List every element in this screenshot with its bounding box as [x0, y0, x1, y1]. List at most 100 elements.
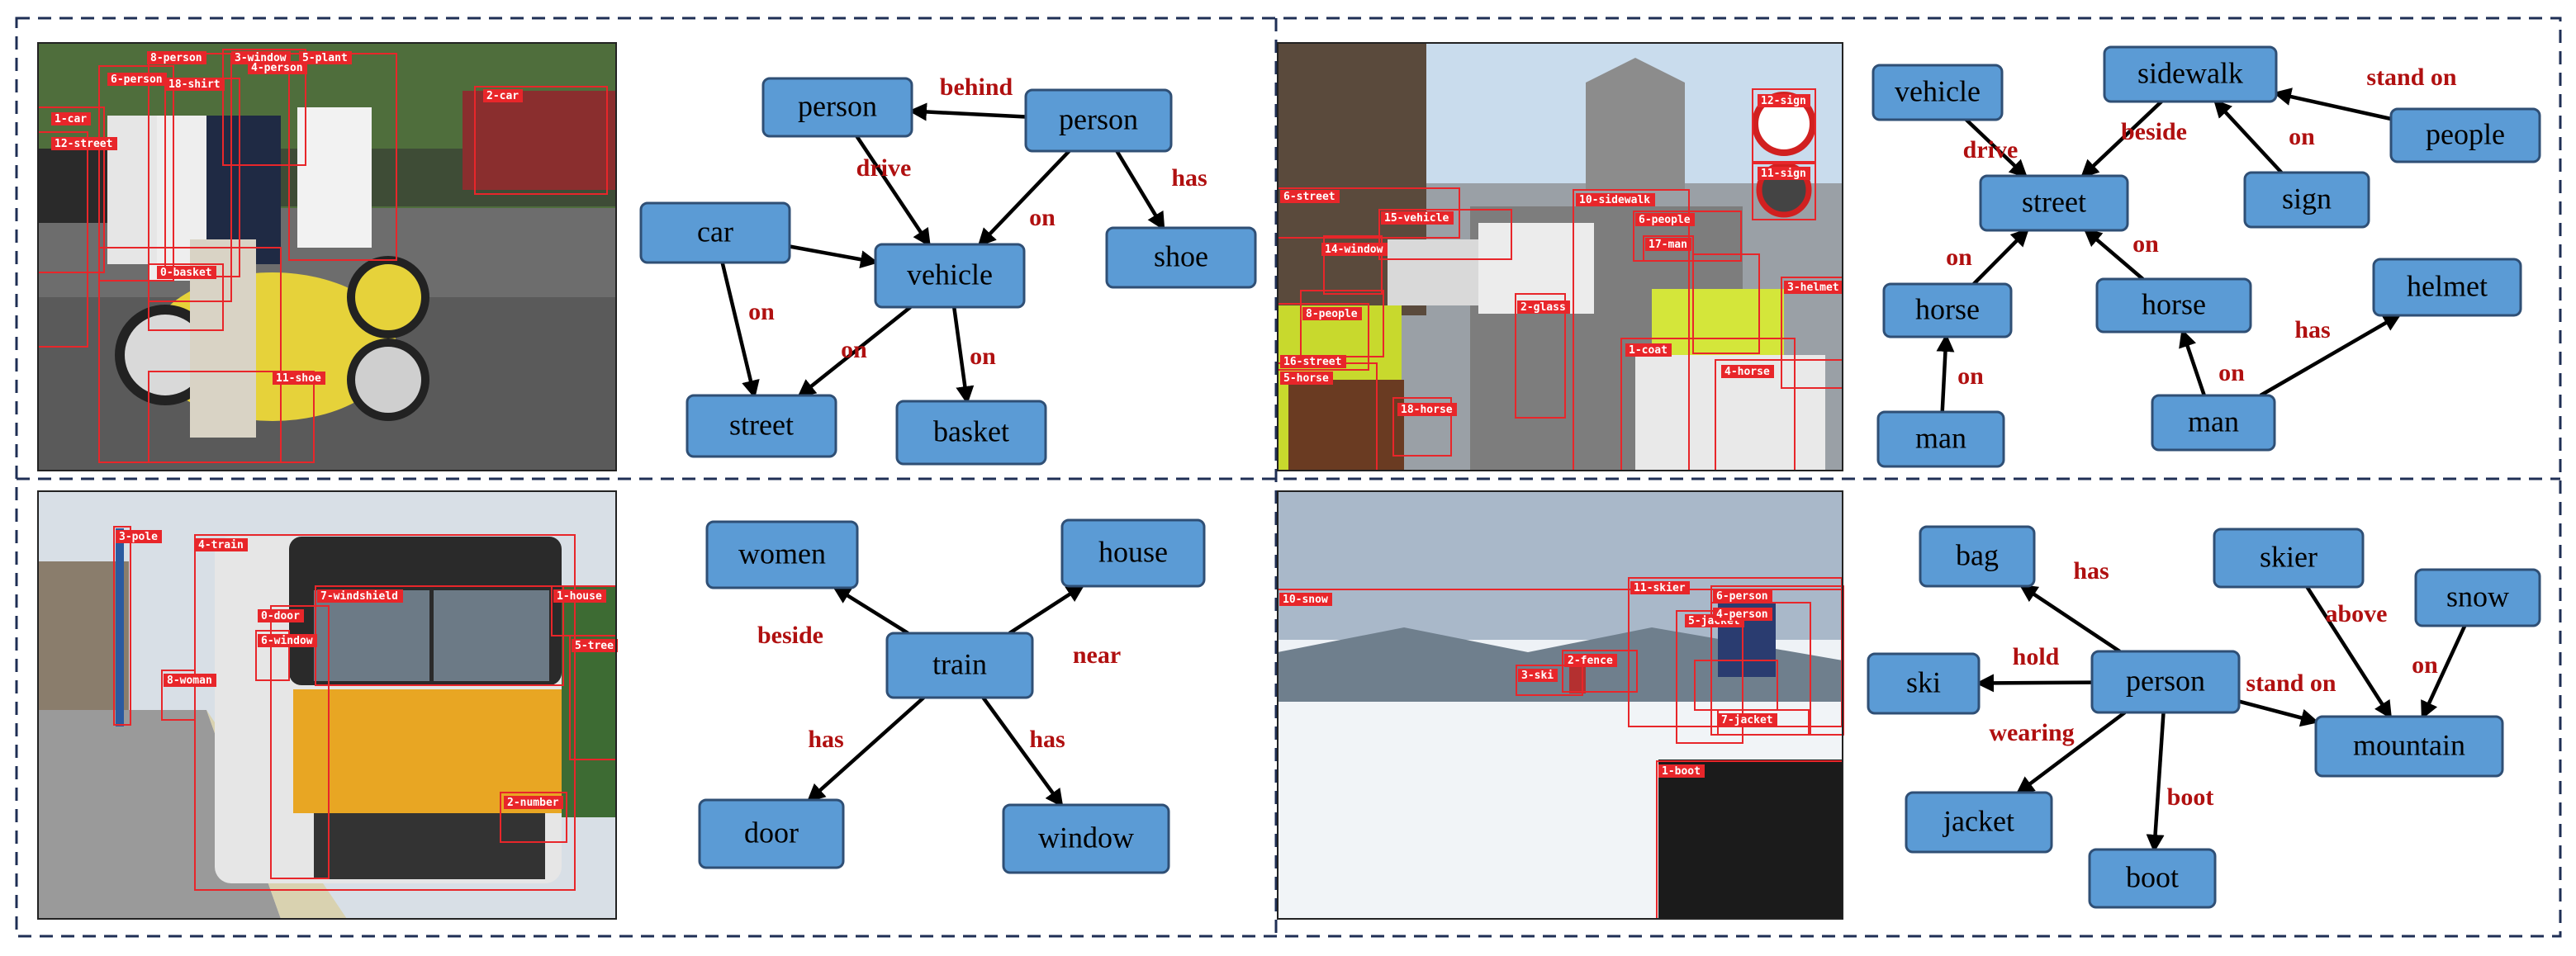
- detection-tag-text: 1-coat: [1629, 344, 1668, 357]
- edge-vehicle-to-basket: [951, 306, 975, 405]
- node-women: women: [705, 520, 859, 589]
- edge-label: on: [841, 336, 867, 363]
- node-mountain: mountain: [2314, 715, 2504, 778]
- photo-frame-2: [1277, 42, 1843, 471]
- node-box: [1872, 64, 2004, 121]
- node-label: ski: [1906, 665, 1941, 698]
- edge-label: beside: [2121, 118, 2187, 145]
- node-box: [885, 632, 1034, 699]
- photo-street-scooter: [38, 43, 616, 471]
- edge-label: above: [2326, 600, 2388, 627]
- node-label: street: [729, 408, 794, 441]
- node-label: man: [2188, 405, 2239, 438]
- detection-tag-text: 14-window: [1325, 244, 1383, 256]
- edge-car-to-vehicle: [789, 244, 879, 269]
- node-label: sign: [2282, 182, 2332, 215]
- detection-tag: 15-vehicle: [1381, 211, 1454, 225]
- node-box: [2414, 568, 2541, 627]
- node-box: [1882, 282, 2013, 338]
- detection-tag: 16-street: [1280, 355, 1346, 368]
- node-box: [1876, 410, 2005, 468]
- node-box: [2151, 394, 2276, 452]
- node-box: [895, 400, 1047, 466]
- node-box: [1919, 525, 2036, 588]
- edge-label: on: [1946, 244, 1972, 271]
- detection-tag: 3-ski: [1518, 669, 1558, 682]
- edge-label: has: [1171, 164, 1207, 192]
- detection-tag-text: 5-horse: [1283, 372, 1329, 385]
- detection-tag-text: 8-person: [150, 52, 202, 64]
- detection-tag-text: 4-train: [198, 539, 244, 551]
- detection-tag: 0-basket: [157, 266, 216, 279]
- node-label: jacket: [1942, 804, 2014, 837]
- detection-tag: 12-street: [51, 137, 117, 150]
- edge-man-b-to-helmet: [2259, 313, 2402, 397]
- edge-car-to-street: [720, 262, 760, 399]
- detection-tag: 8-woman: [164, 674, 216, 687]
- edge-label: near: [1073, 641, 1121, 669]
- edge-label: stand on: [2366, 64, 2457, 91]
- detection-tag: 5-horse: [1280, 372, 1333, 385]
- photo-snow-mountain-labels: 10-snow11-skier6-person5-jacket3-ski2-fe…: [1279, 581, 1777, 778]
- detection-tag-text: 2-glass: [1520, 301, 1566, 314]
- node-label: door: [744, 816, 799, 849]
- node-door: door: [698, 798, 845, 869]
- detection-tag-text: 1-car: [55, 113, 87, 125]
- node-box: [1979, 174, 2129, 232]
- detection-tag: 10-sidewalk: [1576, 193, 1655, 206]
- node-box: [874, 243, 1026, 309]
- detection-tag-text: 18-shirt: [168, 78, 221, 91]
- detection-tag-text: 11-shoe: [276, 372, 321, 385]
- edge-label: drive: [1963, 136, 2019, 163]
- detection-tag: 2-number: [504, 796, 563, 809]
- detection-tag-text: 0-basket: [160, 267, 212, 279]
- node-sidewalk: sidewalk: [2103, 45, 2278, 103]
- edge-label: has: [1029, 726, 1065, 753]
- node-box: [2389, 107, 2541, 163]
- detection-tag-text: 15-vehicle: [1384, 212, 1449, 225]
- edge-train-to-house: [1008, 584, 1085, 635]
- edge-label: on: [748, 298, 775, 325]
- detection-tag-text: 17-man: [1649, 239, 1687, 251]
- edge-label: on: [970, 343, 996, 370]
- edge-horse-b-to-street: [2083, 228, 2145, 281]
- node-label: women: [738, 537, 826, 570]
- node-label: mountain: [2353, 728, 2465, 761]
- detection-tag: 18-horse: [1397, 403, 1457, 416]
- detection-tag-text: 12-sign: [1761, 95, 1806, 107]
- node-label: house: [1098, 535, 1168, 568]
- detection-tag-text: 2-fence: [1568, 655, 1613, 667]
- detection-tag: 12-sign: [1758, 94, 1810, 107]
- node-helmet: helmet: [2372, 258, 2522, 317]
- node-label: horse: [1915, 292, 1980, 325]
- node-vehicle: vehicle: [1872, 64, 2004, 121]
- photo-bridge-street: [1278, 43, 1843, 471]
- edge-label: boot: [2167, 783, 2214, 811]
- edge-train-to-window: [981, 696, 1064, 808]
- edge-label: has: [2073, 557, 2109, 584]
- edge-person-to-mountain: [2238, 699, 2319, 727]
- node-box: [2243, 171, 2370, 229]
- detection-tag-text: 0-door: [261, 610, 300, 622]
- node-horse-b: horse: [2095, 277, 2252, 334]
- detection-tag-text: 7-windshield: [320, 590, 398, 603]
- edge-person-to-bag: [2019, 584, 2121, 653]
- node-label: basket: [933, 414, 1009, 447]
- detection-tag: 7-windshield: [317, 589, 403, 603]
- edge-person-b-to-vehicle: [977, 149, 1071, 247]
- edge-label: on: [2218, 359, 2245, 386]
- edge-person-to-ski: [1976, 674, 2093, 693]
- edge-label: has: [808, 726, 843, 753]
- detection-tag-text: 3-helmet: [1787, 282, 1839, 294]
- detection-tag: 8-person: [147, 51, 206, 64]
- photo-frame-4: [1277, 490, 1843, 920]
- detection-tag: 1-coat: [1625, 343, 1672, 357]
- node-box: [2372, 258, 2522, 317]
- node-label: sidewalk: [2137, 56, 2243, 89]
- photo-train-platform: [38, 491, 616, 919]
